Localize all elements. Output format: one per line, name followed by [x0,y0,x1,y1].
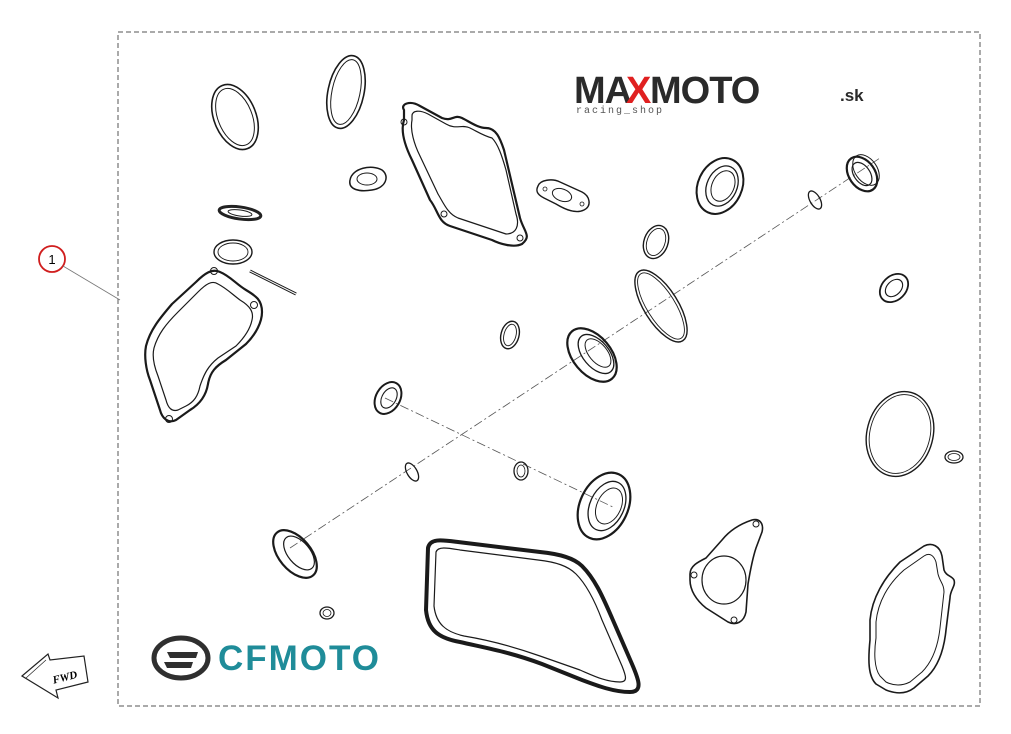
o-ring-tiny-axis-1 [807,190,823,210]
oil-seal-upper-center [695,157,745,215]
oil-seal-bottom-left [272,529,318,579]
o-ring-tiny-axis-3 [513,461,529,481]
fwd-arrow-icon: FWD [20,652,89,700]
flange-gasket-lower-right [689,518,764,625]
oil-seal-left-small [373,381,403,415]
cfmoto-emblem-icon [151,635,211,681]
callout-number: 1 [48,252,55,267]
o-ring-upper-mid [642,224,670,260]
maxmoto-logo-suffix: .sk [840,86,864,105]
maxmoto-logo-tagline: racing_shop [576,105,664,117]
o-ring-large-mid [634,269,688,343]
flange-gasket-small-left [349,166,387,192]
cover-gasket-bottom-right [868,543,956,694]
cover-gasket-upper-center [400,101,528,247]
maxmoto-logo-text-moto: MOTO [650,70,759,112]
o-ring-small-left [213,239,253,265]
oil-seal-small-right [878,272,910,304]
o-ring-top-center [325,54,367,130]
cover-gasket-left [144,267,264,423]
o-ring-tiny-axis-2 [404,462,420,482]
o-ring-top-left [210,83,260,151]
gasket-parts [144,54,964,694]
seal-washer-left [217,204,263,222]
oil-seal-top-right [845,154,880,193]
flange-gasket-small-mid [536,179,590,213]
maxmoto-logo-text-x: X [626,70,652,112]
oil-seal-center-large [566,327,618,383]
callout-leader-line [62,265,121,301]
o-ring-tiny-bottom [319,606,335,620]
dowel-pin [249,269,297,296]
diagram-frame [117,31,981,707]
assembly-axis-lines [289,157,881,549]
maxmoto-logo-text-ma: MA [574,70,632,112]
cover-gasket-large-bottom [424,538,641,694]
callout-1[interactable]: 1 [38,245,121,301]
o-ring-tiny-right [944,450,964,464]
callout-circle [38,245,66,273]
o-ring-large-right [865,390,935,478]
cfmoto-logo-text: CFMOTO [218,639,381,678]
maxmoto-logo: MA X MOTO .sk racing_shop [574,70,864,117]
o-ring-small-center [499,320,521,350]
oil-seal-lower-center [576,471,632,541]
cfmoto-logo: CFMOTO [151,635,381,681]
